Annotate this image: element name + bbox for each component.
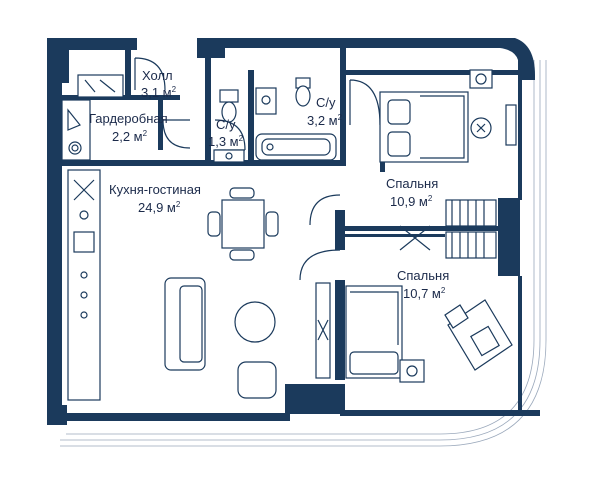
- chair-icon: [237, 361, 277, 399]
- sink-icon: [213, 149, 245, 163]
- room-label-bedroom-2: Спальня 10,7 м2: [397, 268, 449, 301]
- svg-text:Гардеробная: Гардеробная: [89, 111, 168, 126]
- svg-text:Кухня-гостиная: Кухня-гостиная: [109, 182, 201, 197]
- chair-icon: [207, 187, 279, 261]
- room-label-kitchen-living: Кухня-гостиная 24,9 м2: [109, 182, 201, 215]
- svg-text:1,3 м2: 1,3 м2: [208, 134, 244, 149]
- window-frame: [505, 104, 517, 146]
- bed-icon: [345, 285, 403, 379]
- toilet-icon: [295, 77, 311, 107]
- desk-icon: [444, 299, 513, 371]
- tv-unit-icon: [315, 282, 331, 379]
- svg-text:Спальня: Спальня: [386, 176, 438, 191]
- table-icon: [221, 199, 265, 249]
- coffee-table-icon: [234, 301, 276, 343]
- room-label-hall: Холл 3,1 м2: [141, 68, 177, 100]
- sofa-icon: [164, 277, 206, 371]
- svg-text:10,9 м2: 10,9 м2: [390, 194, 433, 209]
- svg-text:24,9 м2: 24,9 м2: [138, 200, 181, 215]
- svg-text:3,2 м2: 3,2 м2: [307, 113, 343, 128]
- svg-text:Холл: Холл: [142, 68, 173, 83]
- toilet-icon: [219, 89, 239, 123]
- shower-icon: [255, 87, 277, 115]
- bed-icon: [379, 91, 469, 163]
- outer-walls: [47, 38, 540, 425]
- washing-machine-icon: [77, 74, 124, 98]
- nightstand-icon: [399, 359, 425, 383]
- room-label-bath-small: С/у 1,3 м2: [208, 117, 244, 149]
- stove-icon: [67, 169, 101, 401]
- room-label-wardrobe: Гардеробная 2,2 м2: [89, 111, 168, 144]
- svg-text:2,2 м2: 2,2 м2: [112, 129, 148, 144]
- room-label-bedroom-1: Спальня 10,9 м2: [386, 176, 438, 209]
- room-label-bath-large: С/у 3,2 м2: [307, 95, 343, 128]
- nightstand-icon: [469, 69, 493, 139]
- svg-text:С/у: С/у: [216, 117, 236, 132]
- svg-text:Спальня: Спальня: [397, 268, 449, 283]
- svg-text:С/у: С/у: [316, 95, 336, 110]
- bathtub-icon: [255, 133, 337, 161]
- wardrobe-icon: [445, 199, 497, 259]
- wardrobe-icon: [61, 99, 91, 161]
- svg-text:3,1 м2: 3,1 м2: [141, 85, 177, 100]
- svg-text:10,7 м2: 10,7 м2: [403, 286, 446, 301]
